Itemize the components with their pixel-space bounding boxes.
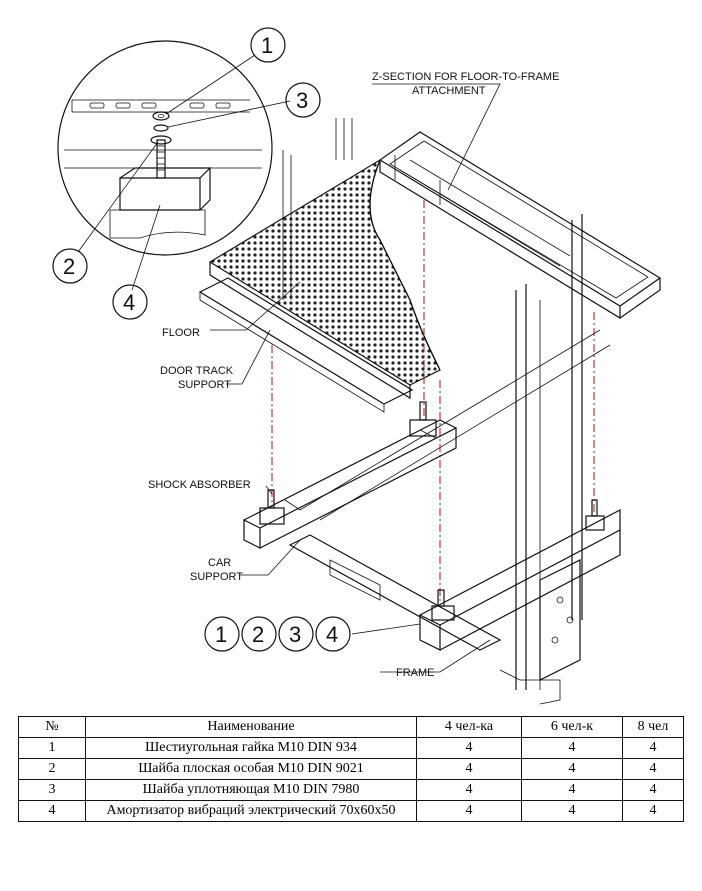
- callout-row-2: 2: [252, 622, 264, 647]
- table-row: 2 Шайба плоская особая M10 DIN 9021 4 4 …: [18, 758, 684, 780]
- cell-c6: 4: [521, 737, 623, 759]
- header-no: №: [18, 716, 86, 738]
- table-row: 1 Шестиугольная гайка M10 DIN 934 4 4 4: [18, 737, 684, 759]
- label-car-support-line1: CAR: [208, 557, 231, 569]
- cell-c4: 4: [416, 800, 522, 822]
- callout-bubble-3: [285, 82, 321, 118]
- cell-c8: 4: [622, 779, 684, 801]
- cell-c6: 4: [521, 779, 623, 801]
- cell-name: Шайба уплотняющая M10 DIN 7980: [85, 779, 417, 801]
- label-leaders: [210, 83, 501, 673]
- header-4: 4 чел-ка: [416, 716, 522, 738]
- cell-c8: 4: [622, 758, 684, 780]
- callout-1: 1: [261, 33, 273, 58]
- cell-c8: 4: [622, 737, 684, 759]
- header-8: 8 чел: [622, 716, 684, 738]
- label-frame: FRAME: [396, 667, 435, 679]
- label-door-track-line2: SUPPORT: [178, 379, 231, 391]
- callout-bubble-4: [112, 284, 148, 320]
- detail-view: [57, 40, 291, 291]
- cell-name: Шестиугольная гайка M10 DIN 934: [85, 737, 417, 759]
- callout-bubble-1: [250, 27, 286, 63]
- callout-4: 4: [123, 290, 135, 315]
- cell-c4: 4: [416, 779, 522, 801]
- header-6: 6 чел-к: [521, 716, 623, 738]
- table-row: 3 Шайба уплотняющая M10 DIN 7980 4 4 4: [18, 779, 684, 801]
- table-row: 4 Амортизатор вибраций электрический 70x…: [18, 800, 684, 822]
- cell-no: 4: [18, 800, 86, 822]
- shock-absorbers: [259, 401, 605, 621]
- label-shock-absorber: SHOCK ABSORBER: [148, 479, 251, 491]
- callout-3: 3: [296, 88, 308, 113]
- cell-c6: 4: [521, 758, 623, 780]
- label-floor: FLOOR: [162, 327, 200, 339]
- cell-name: Амортизатор вибраций электрический 70x60…: [85, 800, 417, 822]
- label-door-track-line1: DOOR TRACK: [160, 365, 234, 377]
- cell-no: 3: [18, 779, 86, 801]
- parts-table-header: № Наименование 4 чел-ка 6 чел-к 8 чел: [18, 716, 684, 738]
- assembly-structure: [198, 118, 662, 705]
- cell-c8: 4: [622, 800, 684, 822]
- callout-row-4: 4: [326, 622, 338, 647]
- cell-name: Шайба плоская особая M10 DIN 9021: [85, 758, 417, 780]
- callout-row: 1 2 3 4: [204, 616, 351, 652]
- label-zsection-line1: Z-SECTION FOR FLOOR-TO-FRAME: [372, 71, 559, 83]
- callout-2: 2: [63, 254, 75, 279]
- callout-group-detail: 1 3 2 4: [52, 27, 321, 320]
- parts-table: № Наименование 4 чел-ка 6 чел-к 8 чел 1 …: [18, 716, 684, 822]
- label-car-support-line2: SUPPORT: [190, 571, 243, 583]
- header-name: Наименование: [85, 716, 417, 738]
- callout-bubble-2: [52, 248, 88, 284]
- cell-c6: 4: [521, 800, 623, 822]
- cell-no: 2: [18, 758, 86, 780]
- cell-c4: 4: [416, 737, 522, 759]
- callout-row-1: 1: [215, 622, 227, 647]
- label-zsection-line2: ATTACHMENT: [412, 85, 486, 97]
- assembly-drawing: 1 3 2 4: [52, 27, 662, 705]
- cell-no: 1: [18, 737, 86, 759]
- cell-c4: 4: [416, 758, 522, 780]
- callout-row-3: 3: [289, 622, 301, 647]
